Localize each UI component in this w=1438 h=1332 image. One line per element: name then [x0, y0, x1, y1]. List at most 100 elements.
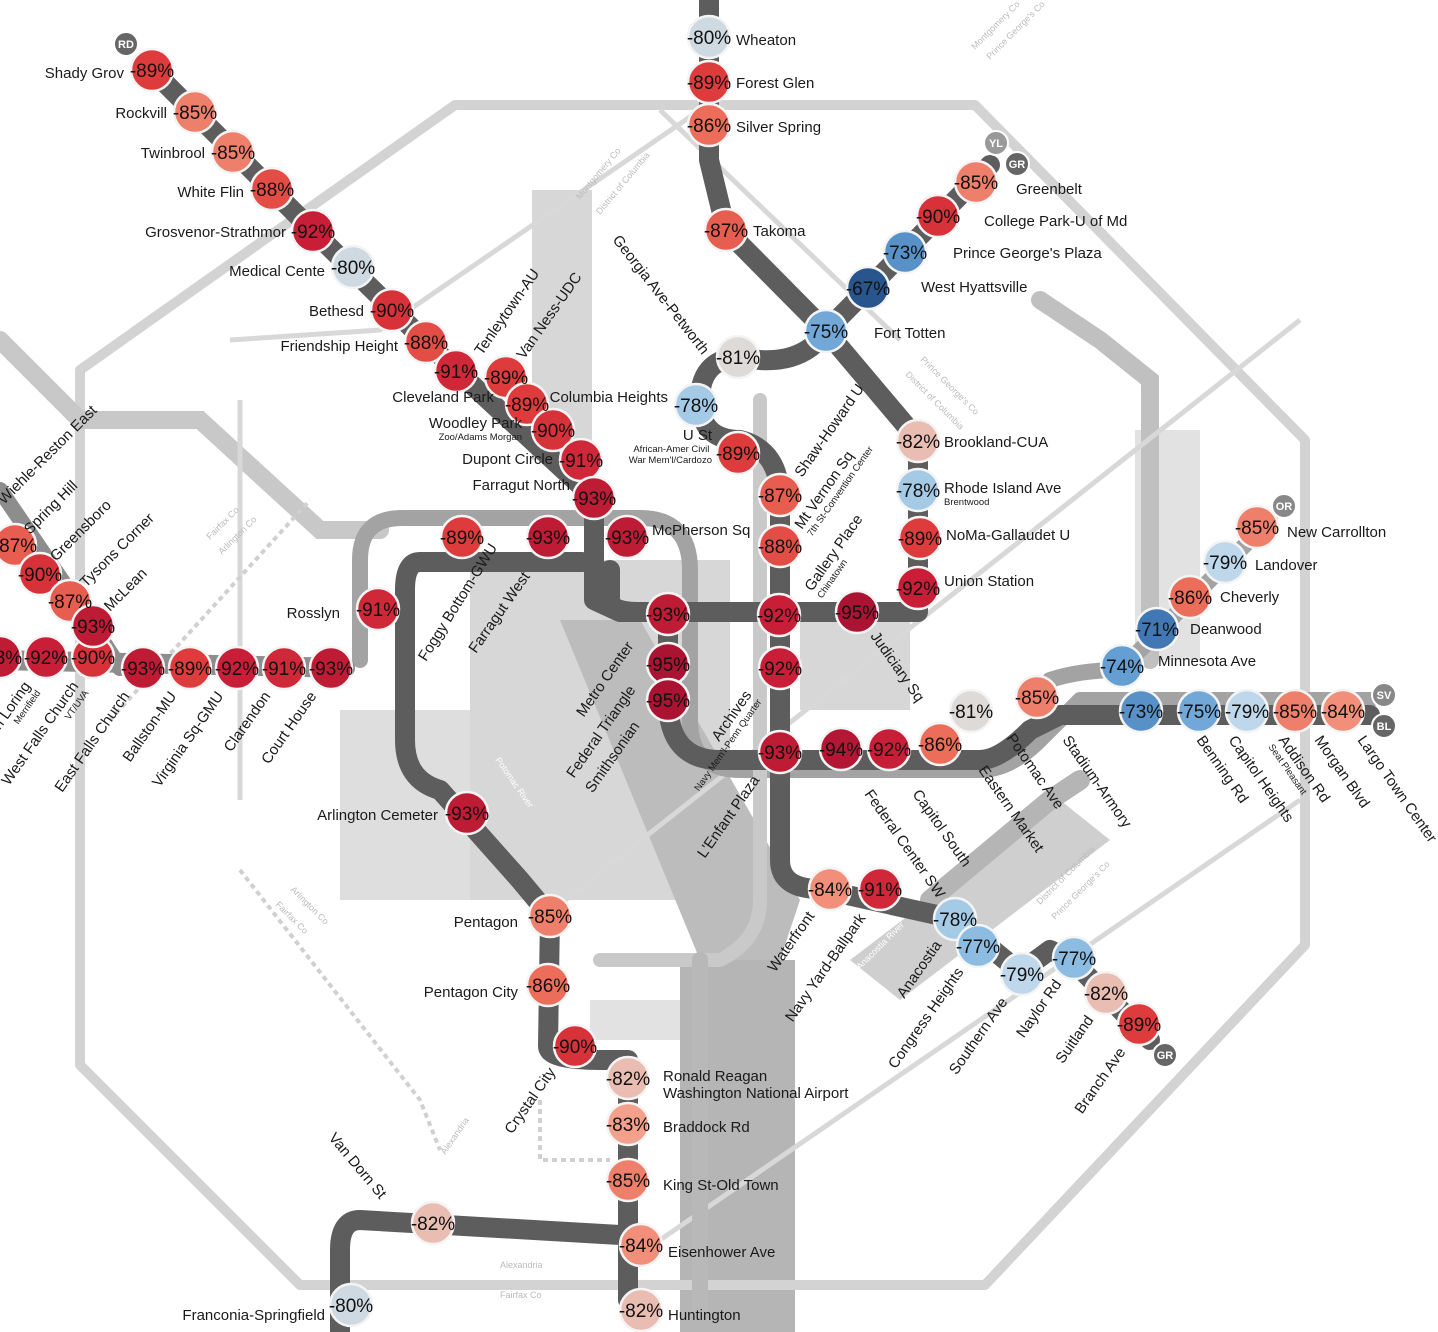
- station-marker-greensboro[interactable]: [17, 551, 63, 597]
- station-marker-noma-gallaudet-u[interactable]: [897, 515, 943, 561]
- station-marker-takoma[interactable]: [703, 207, 749, 253]
- station-marker-virginia-sq-gmu[interactable]: [214, 645, 260, 691]
- station-marker-huntington[interactable]: [618, 1287, 664, 1332]
- station-marker-mclean[interactable]: [70, 603, 116, 649]
- station-marker-rhode-island-ave[interactable]: [895, 467, 941, 513]
- station-marker-clarendon[interactable]: [261, 645, 307, 691]
- station-marker-smithsonian[interactable]: [645, 677, 691, 723]
- station-label-grosvenor-strathmor: Grosvenor-Strathmor: [145, 224, 286, 241]
- station-marker-capitol-south[interactable]: [866, 726, 912, 772]
- station-marker-minnesota-ave[interactable]: [1099, 643, 1145, 689]
- station-marker-east-falls-church[interactable]: [120, 645, 166, 691]
- station-marker-eisenhower-ave[interactable]: [618, 1222, 664, 1268]
- station-marker-stadium-armory[interactable]: [1014, 674, 1060, 720]
- station-marker-ronald-reagan[interactable]: [605, 1055, 651, 1101]
- station-marker-fort-totten[interactable]: [803, 308, 849, 354]
- station-marker-woodley-park[interactable]: [530, 407, 576, 453]
- station-marker-potomac-ave[interactable]: [948, 688, 994, 734]
- station-marker-mt-vernon-sq[interactable]: [757, 523, 803, 569]
- station-marker-deanwood[interactable]: [1134, 606, 1180, 652]
- station-name: Rhode Island Ave: [944, 480, 1061, 497]
- station-marker-morgan-blvd[interactable]: [1272, 688, 1318, 734]
- station-marker-navy-yard-ballpark[interactable]: [857, 866, 903, 912]
- station-marker-braddock-rd[interactable]: [605, 1101, 651, 1147]
- station-marker-pentagon[interactable]: [527, 893, 573, 939]
- station-marker-pentagon-city[interactable]: [525, 962, 571, 1008]
- station-marker-archives[interactable]: [757, 645, 803, 691]
- station-marker-rockvill[interactable]: [172, 89, 218, 135]
- ridership-change-value: -85%: [211, 143, 255, 164]
- station-marker-king-st-old-town[interactable]: [605, 1157, 651, 1203]
- ridership-change-value: -87%: [48, 592, 92, 613]
- station-marker-white-flin[interactable]: [249, 166, 295, 212]
- station-marker-west-hyattsville[interactable]: [845, 265, 891, 311]
- station-marker-capitol-heights[interactable]: [1176, 688, 1222, 734]
- station-marker-greenbelt[interactable]: [953, 159, 999, 205]
- line-badge-bl: BL: [1371, 713, 1397, 739]
- station-marker-gallery-place[interactable]: [756, 592, 802, 638]
- station-name: Crystal City: [501, 1064, 559, 1137]
- station-marker-suitland[interactable]: [1083, 970, 1129, 1016]
- station-marker-federal-center-sw[interactable]: [818, 726, 864, 772]
- station-marker-judiciary-sq[interactable]: [834, 589, 880, 635]
- station-marker-court-house[interactable]: [308, 645, 354, 691]
- ridership-change-value: -78%: [933, 910, 977, 931]
- station-marker-college-park-u-of-md[interactable]: [915, 193, 961, 239]
- station-marker-grosvenor-strathmor[interactable]: [290, 208, 336, 254]
- station-name: Pentagon: [454, 914, 518, 931]
- station-name: Van Dorn St: [325, 1130, 390, 1203]
- station-marker-wheaton[interactable]: [686, 14, 732, 60]
- station-marker-ballston-mu[interactable]: [167, 645, 213, 691]
- station-marker-tenleytown-au[interactable]: [433, 348, 479, 394]
- station-marker-addison-rd[interactable]: [1224, 688, 1270, 734]
- station-marker-branch-ave[interactable]: [1116, 1001, 1162, 1047]
- station-marker-dunn-loring[interactable]: [23, 634, 69, 680]
- station-marker-foggy-bottom-gwu[interactable]: [439, 514, 485, 560]
- station-name: Union Station: [944, 573, 1034, 590]
- station-marker-l-enfant-plaza[interactable]: [757, 729, 803, 775]
- station-label-columbia-heights: Columbia Heights: [550, 389, 668, 406]
- ridership-change-value: -92%: [896, 579, 940, 600]
- station-marker-waterfront[interactable]: [807, 866, 853, 912]
- station-marker-bethesd[interactable]: [369, 287, 415, 333]
- station-marker-metro-center[interactable]: [645, 591, 691, 637]
- station-marker-vienna[interactable]: [0, 634, 23, 680]
- station-marker-twinbrool[interactable]: [210, 129, 256, 175]
- station-marker-prince-george-s-plaza[interactable]: [882, 229, 928, 275]
- station-marker-columbia-heights[interactable]: [673, 382, 719, 428]
- ridership-change-value: -89%: [1117, 1015, 1161, 1036]
- station-marker-farragut-north[interactable]: [571, 475, 617, 521]
- station-marker-landover[interactable]: [1202, 539, 1248, 585]
- station-marker-benning-rd[interactable]: [1118, 688, 1164, 734]
- station-name: College Park-U of Md: [984, 213, 1127, 230]
- station-marker-franconia-springfield[interactable]: [328, 1282, 374, 1328]
- station-label-takoma: Takoma: [753, 223, 806, 240]
- station-marker-u-st[interactable]: [715, 430, 761, 476]
- station-marker-cheverly[interactable]: [1167, 574, 1213, 620]
- station-marker-georgia-ave-petworth[interactable]: [715, 334, 761, 380]
- station-marker-medical-cente[interactable]: [330, 244, 376, 290]
- station-marker-farragut-west[interactable]: [525, 514, 571, 560]
- ridership-change-value: -90%: [71, 648, 115, 669]
- station-marker-friendship-height[interactable]: [403, 319, 449, 365]
- station-marker-shaw-howard-u[interactable]: [757, 472, 803, 518]
- station-marker-congress-heights[interactable]: [955, 923, 1001, 969]
- station-marker-southern-ave[interactable]: [999, 951, 1045, 997]
- station-marker-mcpherson-sq[interactable]: [604, 514, 650, 560]
- station-marker-forest-glen[interactable]: [686, 59, 732, 105]
- station-marker-brookland-cua[interactable]: [895, 418, 941, 464]
- station-marker-naylor-rd[interactable]: [1051, 935, 1097, 981]
- station-marker-largo-town-center[interactable]: [1320, 688, 1366, 734]
- ridership-change-value: -89%: [484, 368, 528, 389]
- station-marker-new-carrollton[interactable]: [1234, 504, 1280, 550]
- station-marker-van-dorn-st[interactable]: [410, 1200, 456, 1246]
- station-marker-spring-hill[interactable]: [0, 522, 38, 568]
- station-marker-eastern-market[interactable]: [917, 721, 963, 767]
- station-marker-rosslyn[interactable]: [355, 586, 401, 632]
- station-marker-crystal-city[interactable]: [552, 1023, 598, 1069]
- station-name: Rockvill: [115, 105, 167, 122]
- station-marker-arlington-cemeter[interactable]: [444, 790, 490, 836]
- ridership-change-value: -78%: [674, 396, 718, 417]
- station-marker-shady-grov[interactable]: [129, 47, 175, 93]
- station-marker-union-station[interactable]: [895, 565, 941, 611]
